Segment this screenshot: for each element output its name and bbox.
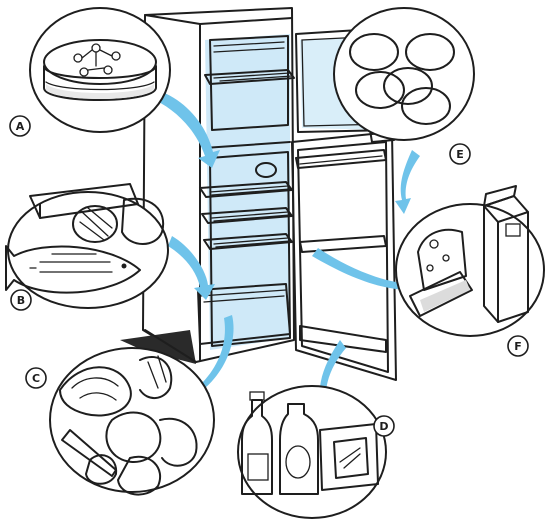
cheese-milk-bubble	[396, 186, 544, 336]
bottles-bubble	[238, 386, 386, 518]
eggs-bubble	[334, 8, 474, 140]
svg-text:D: D	[379, 420, 388, 433]
label-a: A	[10, 116, 30, 136]
svg-text:B: B	[17, 294, 25, 307]
svg-text:E: E	[456, 148, 464, 161]
arrow-e	[395, 150, 420, 214]
cake-bubble	[30, 8, 170, 132]
label-f: F	[508, 336, 528, 356]
label-d: D	[374, 416, 394, 436]
vegetables-bubble	[50, 348, 214, 495]
svg-text:F: F	[514, 340, 522, 353]
label-c: C	[26, 368, 46, 388]
svg-text:C: C	[32, 372, 40, 385]
label-b: B	[11, 290, 31, 310]
label-e: E	[450, 144, 470, 164]
svg-text:A: A	[16, 120, 25, 133]
